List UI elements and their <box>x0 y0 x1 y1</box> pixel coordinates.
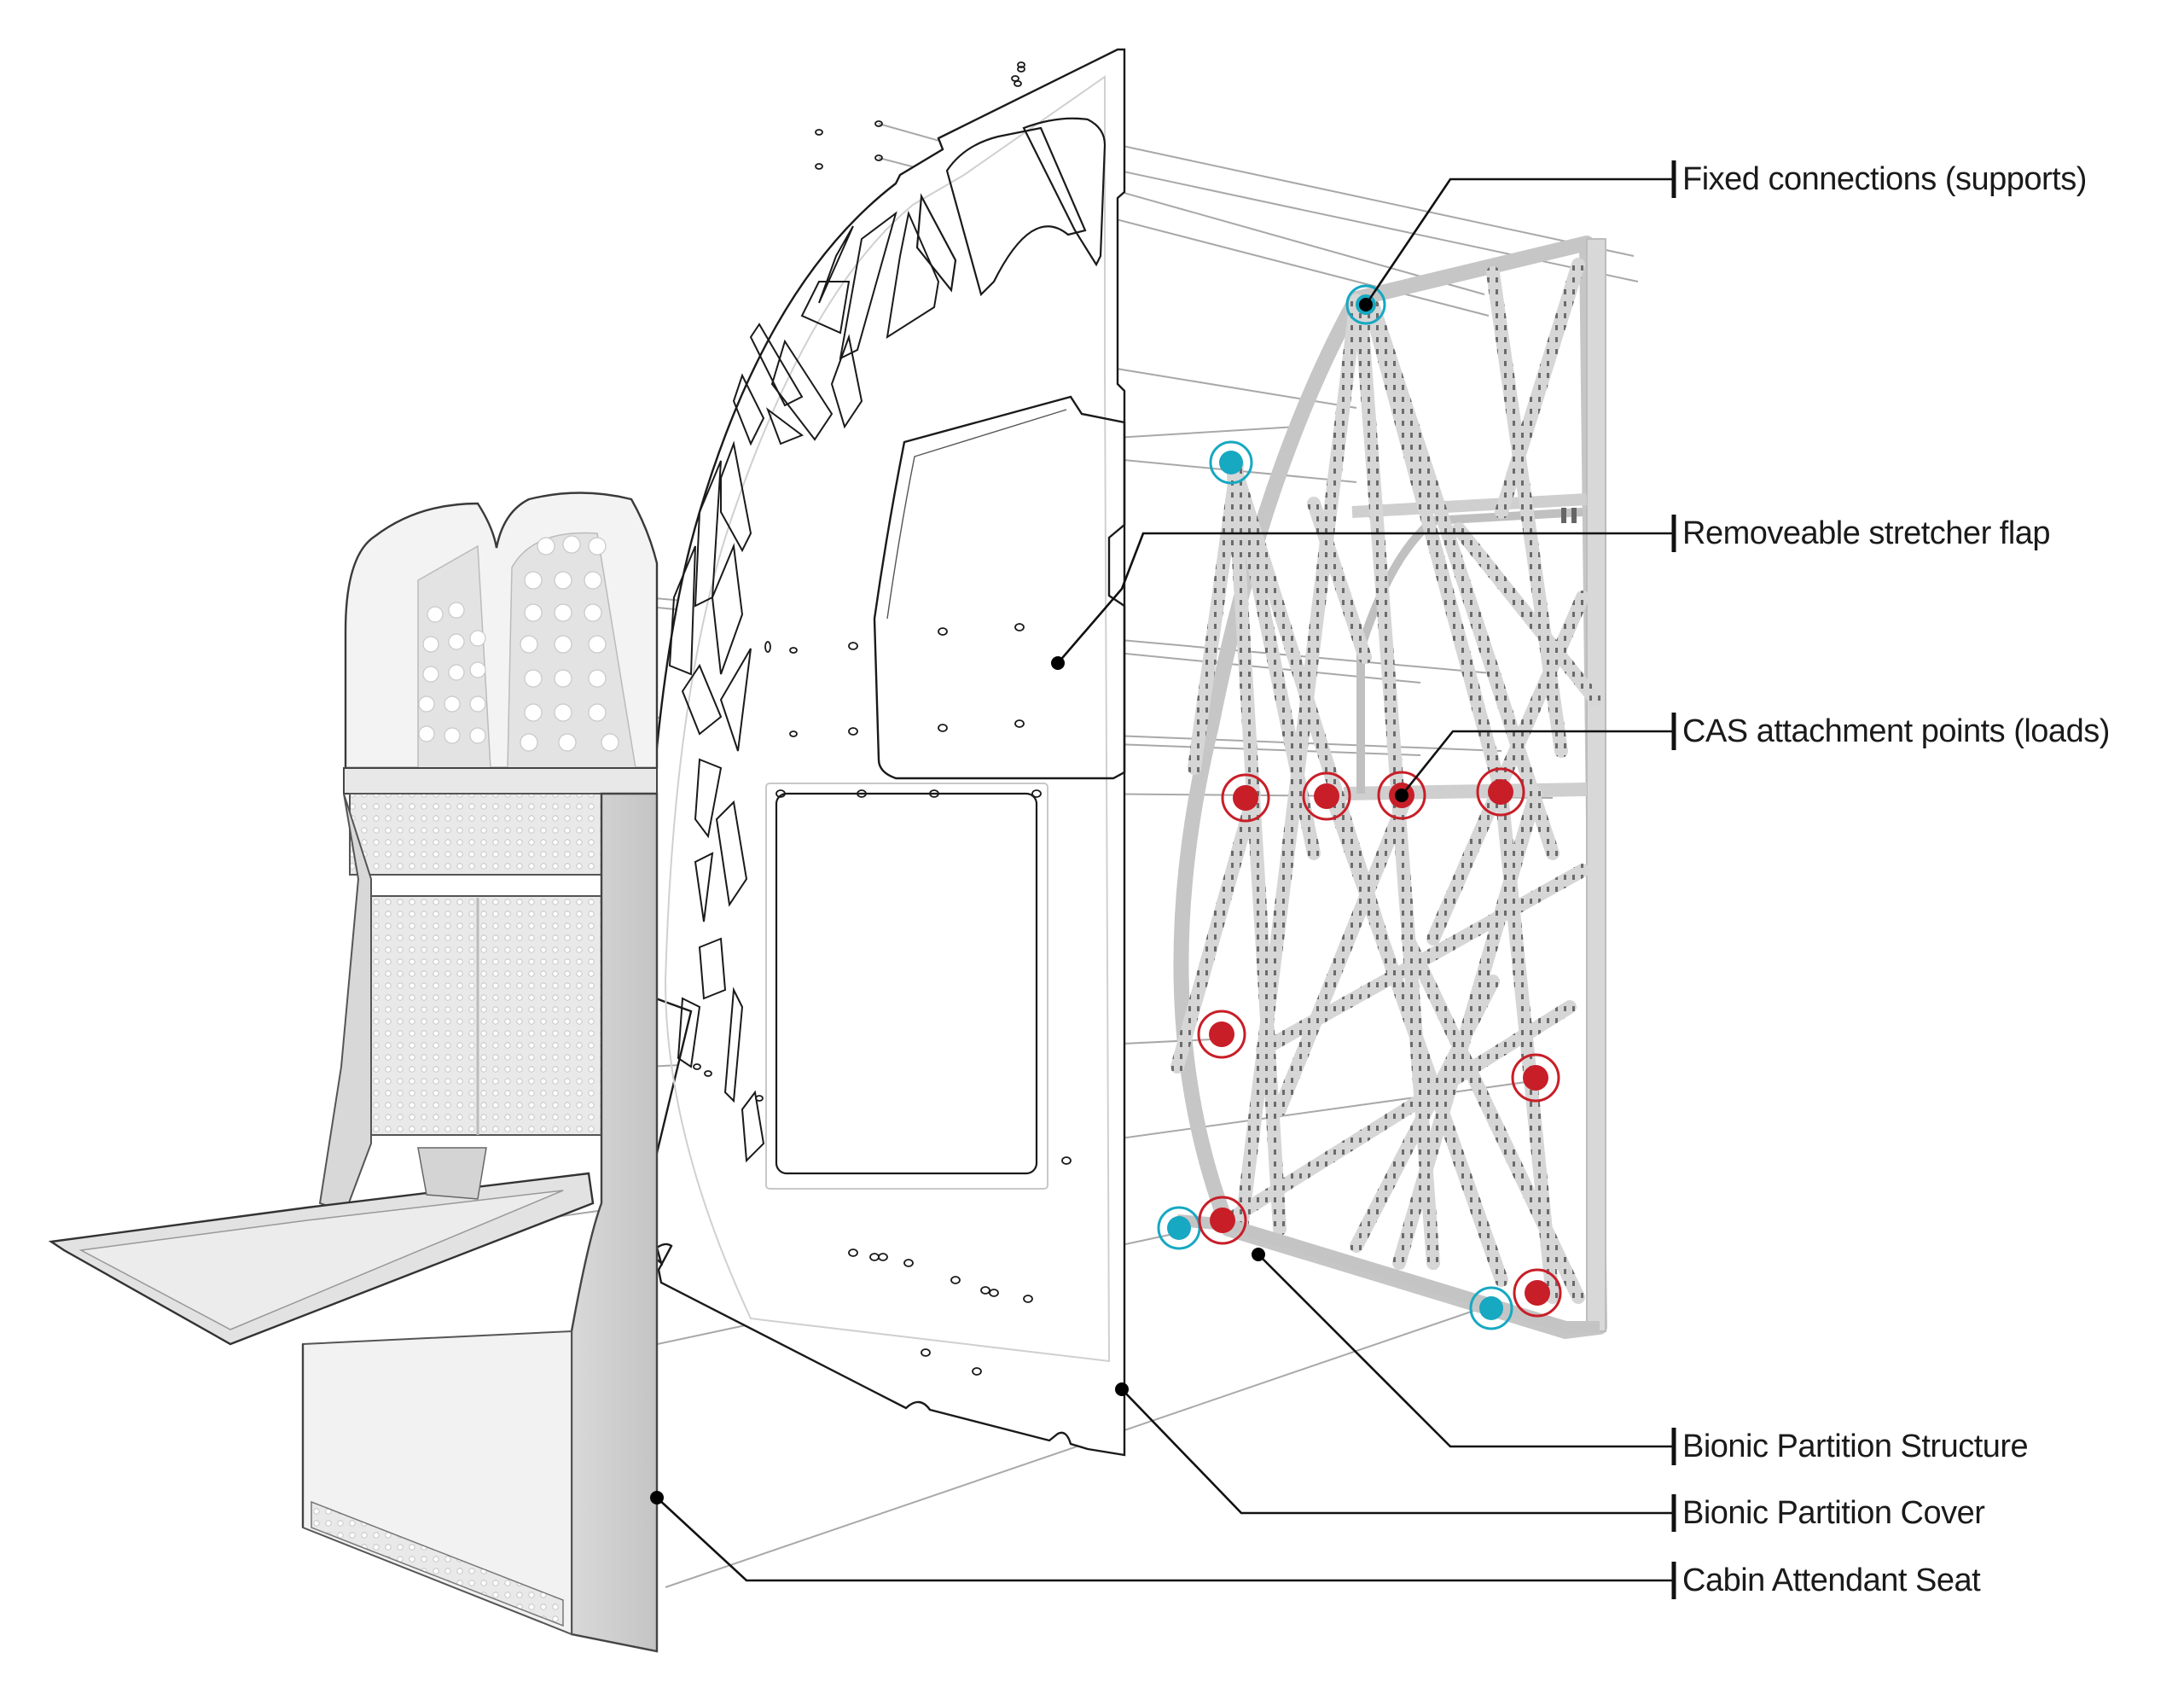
label-partition-cover: Bionic Partition Cover <box>1682 1495 1985 1531</box>
label-cas-attachment: CAS attachment points (loads) <box>1682 713 2110 749</box>
bionic-partition-structure <box>1170 236 1607 1339</box>
leader-stretcher-flap <box>1057 532 1674 664</box>
cabin-attendant-seat <box>48 492 659 1653</box>
leader-fixed-connections <box>1364 178 1674 306</box>
leader-cas-attachment <box>1400 730 1674 796</box>
load-marker <box>1476 767 1525 817</box>
label-fixed-connections: Fixed connections (supports) <box>1682 161 2087 197</box>
headrest-holes <box>418 535 619 752</box>
leader-lines <box>656 178 1674 1582</box>
leader-dots <box>650 298 1409 1504</box>
load-marker <box>1197 1010 1246 1059</box>
leader-partition-cover <box>1121 1388 1674 1515</box>
leader-attendant-seat <box>656 1497 1674 1582</box>
load-marker <box>1513 1268 1562 1318</box>
support-marker <box>1469 1286 1513 1330</box>
label-stretcher-flap: Removeable stretcher flap <box>1682 515 2051 551</box>
load-marker <box>1221 773 1270 823</box>
bionic-partition-cover <box>634 48 1126 1457</box>
label-attendant-seat: Cabin Attendant Seat <box>1682 1563 1981 1598</box>
support-marker <box>1157 1206 1201 1250</box>
leader-partition-structure <box>1258 1254 1674 1448</box>
support-marker <box>1209 440 1253 485</box>
label-partition-structure: Bionic Partition Structure <box>1682 1429 2029 1464</box>
load-marker <box>1198 1196 1247 1245</box>
support-markers <box>1157 284 1513 1330</box>
load-marker <box>1511 1053 1560 1103</box>
load-marker <box>1302 771 1351 821</box>
